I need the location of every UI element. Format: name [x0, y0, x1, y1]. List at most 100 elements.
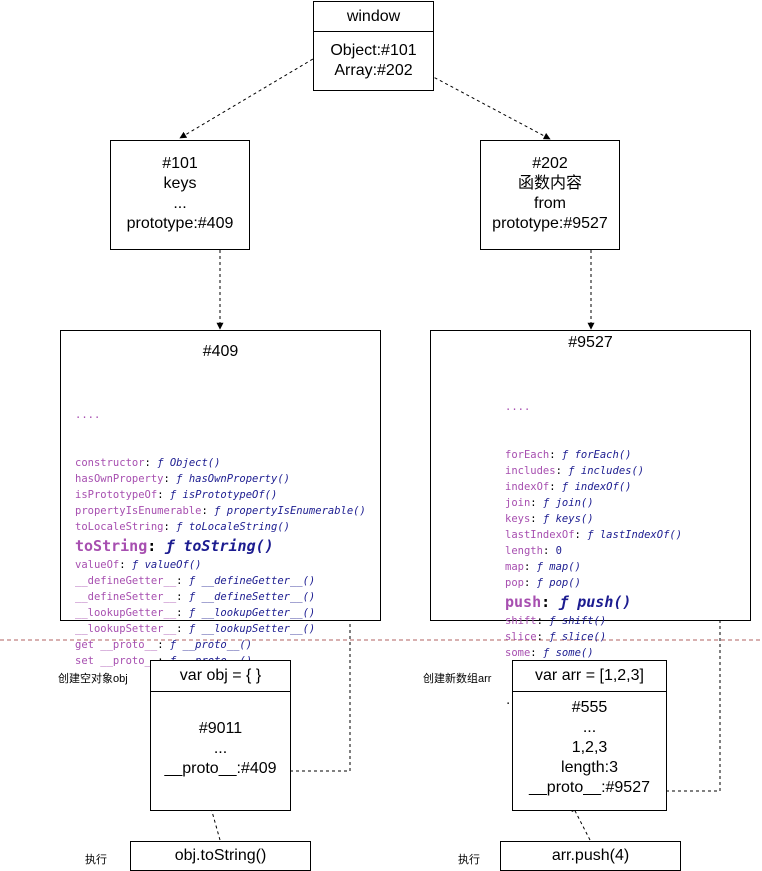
- object-101-prototype: prototype:#409: [126, 215, 234, 232]
- object-202-box: #202 函数内容 from prototype:#9527: [480, 140, 620, 250]
- window-object-ref: Object:#101: [330, 42, 417, 59]
- proto9527-entry-value: 0: [555, 545, 562, 557]
- prototype-9527-box: #9527 .... forEach: ƒ forEach()includes:…: [430, 330, 751, 707]
- obj-instance-box: var obj = { } #9011 ... __proto__:#409: [150, 660, 291, 811]
- proto9527-entry: keys: ƒ keys(): [505, 511, 682, 527]
- proto409-entry-sep: :: [163, 521, 177, 533]
- proto409-func-symbol: ƒ: [169, 489, 177, 501]
- proto9527-entry-sep: :: [530, 497, 543, 509]
- proto9527-entry-value: lastIndexOf(): [599, 529, 683, 541]
- proto9527-entry: join: ƒ join(): [505, 495, 682, 511]
- proto409-entry-key: valueOf: [75, 559, 120, 571]
- proto9527-entry-value: map(): [549, 561, 581, 573]
- arr-instance-box: var arr = [1,2,3] #555 ... 1,2,3 length:…: [512, 660, 667, 811]
- proto409-entry-key: __defineSetter__: [75, 591, 177, 603]
- proto409-entry-sep: :: [147, 537, 166, 555]
- prototype-409-entries: .... constructor: ƒ Object()hasOwnProper…: [75, 375, 366, 701]
- proto9527-entry-sep: :: [555, 465, 569, 477]
- proto409-entry-sep: :: [144, 457, 158, 469]
- proto409-func-symbol: ƒ: [157, 457, 164, 469]
- proto9527-entry-sep: :: [530, 513, 543, 525]
- proto9527-entry-value: pop(): [549, 577, 581, 589]
- proto409-entry-sep: :: [176, 607, 189, 619]
- proto9527-entry-value: forEach(): [574, 449, 632, 461]
- proto9527-func-symbol: ƒ: [559, 593, 569, 611]
- object-101-id: #101: [162, 155, 198, 172]
- obj-instance-proto: __proto__:#409: [164, 760, 277, 777]
- arr-instance-ellipsis: ...: [582, 719, 597, 736]
- proto409-entry-value: toLocaleString(): [188, 521, 290, 533]
- proto9527-entry: slice: ƒ slice(): [505, 629, 682, 645]
- proto9527-entry-value: some(): [555, 647, 594, 659]
- proto9527-entry: push: ƒ push(): [505, 591, 682, 613]
- proto9527-entry: forEach: ƒ forEach(): [505, 447, 682, 463]
- arr-instance-proto: __proto__:#9527: [529, 779, 650, 796]
- proto9527-entry-value: indexOf(): [574, 481, 632, 493]
- proto409-entry: valueOf: ƒ valueOf(): [75, 557, 366, 573]
- proto9527-entry-sep: :: [523, 577, 537, 589]
- window-box: window Object:#101 Array:#202: [313, 1, 434, 91]
- obj-instance-id: #9011: [198, 720, 243, 737]
- proto409-entry-value: __lookupGetter__(): [201, 607, 316, 619]
- proto409-entry-sep: :: [163, 473, 177, 485]
- proto409-func-symbol: ƒ: [176, 521, 183, 533]
- proto409-entry: isPrototypeOf: ƒ isPrototypeOf(): [75, 487, 366, 503]
- proto9527-func-symbol: ƒ: [568, 465, 575, 477]
- object-101-ellipsis: ...: [173, 195, 187, 212]
- proto409-entry-key: __lookupSetter__: [75, 623, 177, 635]
- proto409-func-symbol: ƒ: [188, 591, 196, 603]
- proto409-entry-value: toString(): [183, 537, 274, 555]
- proto409-entry: __defineGetter__: ƒ __defineGetter__(): [75, 573, 366, 589]
- proto409-entry-key: propertyIsEnumerable: [75, 505, 202, 517]
- call-obj-text: obj.toString(): [174, 847, 267, 864]
- prototype-9527-entries: .... forEach: ƒ forEach()includes: ƒ inc…: [505, 367, 682, 741]
- proto9527-entry-key: keys: [505, 513, 531, 525]
- proto409-entry-key: toLocaleString: [75, 521, 164, 533]
- proto9527-entry-key: forEach: [505, 449, 550, 461]
- proto409-entry-key: set __proto__: [75, 655, 158, 667]
- proto9527-entry: some: ƒ some(): [505, 645, 682, 661]
- proto9527-entry: indexOf: ƒ indexOf(): [505, 479, 682, 495]
- proto409-entry-value: __lookupSetter__(): [201, 623, 316, 635]
- proto409-entry-key: __defineGetter__: [75, 575, 177, 587]
- window-array-ref: Array:#202: [334, 62, 413, 79]
- proto409-entry: propertyIsEnumerable: ƒ propertyIsEnumer…: [75, 503, 366, 519]
- proto409-func-symbol: ƒ: [188, 575, 196, 587]
- proto409-entry: __lookupSetter__: ƒ __lookupSetter__(): [75, 621, 366, 637]
- proto9527-func-symbol: ƒ: [542, 647, 550, 659]
- proto9527-entry-value: keys(): [555, 513, 594, 525]
- proto9527-entry-value: includes(): [580, 465, 645, 477]
- proto9527-entry-key: indexOf: [505, 481, 550, 493]
- proto9527-func-symbol: ƒ: [561, 481, 569, 493]
- arr-instance-header: var arr = [1,2,3]: [513, 661, 666, 692]
- proto9527-entry-key: slice: [505, 631, 537, 643]
- proto9527-func-symbol: ƒ: [536, 561, 543, 573]
- proto409-entry-sep: :: [157, 639, 170, 651]
- proto9527-entry-sep: :: [536, 615, 550, 627]
- call-obj-box: obj.toString(): [130, 841, 311, 871]
- proto409-func-symbol: ƒ: [188, 623, 196, 635]
- proto9527-func-symbol: ƒ: [536, 577, 543, 589]
- call-arr-box: arr.push(4): [500, 841, 681, 871]
- proto9527-entry: includes: ƒ includes(): [505, 463, 682, 479]
- proto409-func-symbol: ƒ: [165, 537, 175, 555]
- proto9527-entry: shift: ƒ shift(): [505, 613, 682, 629]
- proto409-entry: toLocaleString: ƒ toLocaleString(): [75, 519, 366, 535]
- proto9527-entry-sep: :: [549, 481, 562, 493]
- proto9527-func-symbol: ƒ: [587, 529, 594, 541]
- proto9527-func-symbol: ƒ: [549, 631, 556, 643]
- create-obj-label: 创建空对象obj: [58, 673, 128, 685]
- proto409-func-symbol: ƒ: [176, 473, 183, 485]
- proto409-func-symbol: ƒ: [169, 639, 177, 651]
- proto9527-entry-sep: :: [536, 631, 550, 643]
- proto409-entry-key: get __proto__: [75, 639, 158, 651]
- proto9527-entry-key: pop: [505, 577, 524, 589]
- proto9527-entry-sep: :: [523, 561, 537, 573]
- proto409-entry-value: Object(): [169, 457, 221, 469]
- proto409-entry-value: valueOf(): [144, 559, 202, 571]
- object-202-from: from: [534, 195, 566, 212]
- proto409-entry-sep: :: [157, 489, 170, 501]
- proto9527-entry-key: some: [505, 647, 531, 659]
- proto9527-entry: length: 0: [505, 543, 682, 559]
- proto9527-entry-sep: :: [574, 529, 588, 541]
